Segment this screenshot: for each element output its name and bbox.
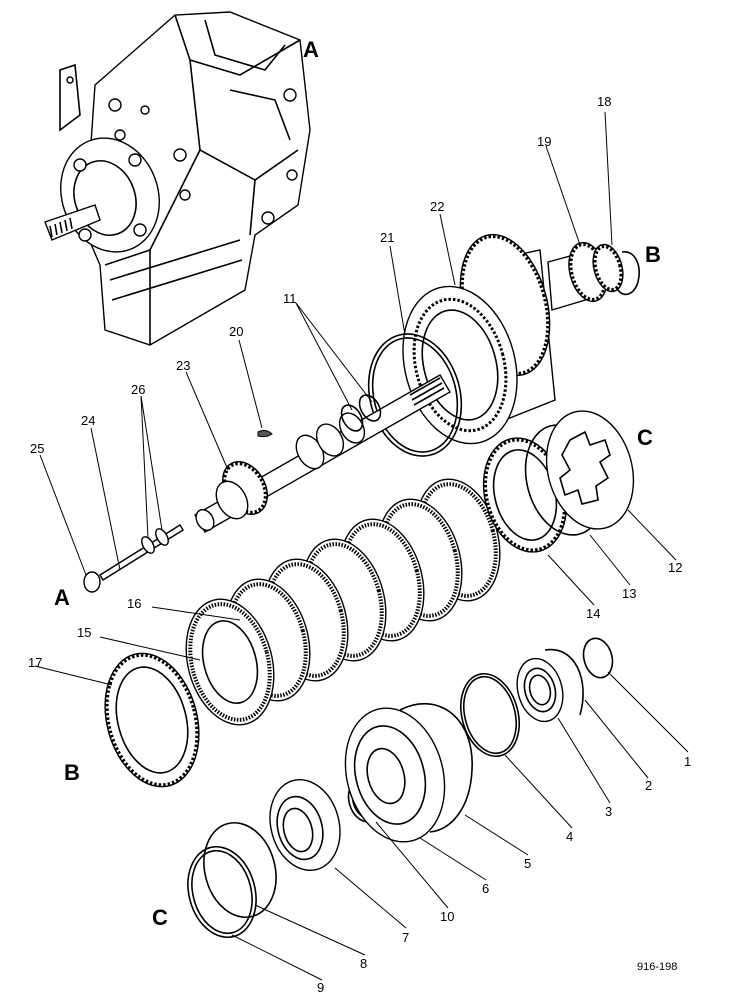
plate-12-drawing [545,410,635,530]
callout-11: 11 [283,291,297,306]
callout-12: 12 [668,560,682,575]
seal-rings-11-drawing [340,394,382,432]
ring-4-drawing [460,672,520,758]
callout-labels: 1 2 3 4 5 6 7 8 9 10 11 12 13 14 15 16 1… [28,94,691,995]
callout-20: 20 [229,324,243,339]
marker-a-shaft: A [54,585,70,610]
marker-b-lower: B [64,760,80,785]
callout-10: 10 [440,909,454,924]
retaining-ring-9-drawing [187,845,257,939]
callout-8: 8 [360,956,367,971]
callout-9: 9 [317,980,324,995]
callout-5: 5 [524,856,531,871]
callout-17: 17 [28,655,42,670]
callout-21: 21 [380,230,394,245]
callout-4: 4 [566,829,573,844]
piston-housing-6-drawing [344,707,446,843]
callout-19: 19 [537,134,551,149]
section-markers: A A B B C C [54,37,661,930]
callout-26: 26 [131,382,145,397]
callout-24: 24 [81,413,95,428]
marker-b-upper: B [645,242,661,267]
key-20-drawing [257,429,273,438]
callout-18: 18 [597,94,611,109]
callout-22: 22 [430,199,444,214]
callout-6: 6 [482,881,489,896]
push-rod-and-washers-drawing [83,524,184,593]
callout-16: 16 [127,596,141,611]
callout-13: 13 [622,586,636,601]
snap-ring-21-drawing [367,333,463,457]
drawing-code: 916-198 [637,961,677,973]
steel-disc-17-drawing [104,652,200,788]
main-shaft-drawing [194,374,451,533]
gear-drum-assembly-drawing [402,233,640,445]
marker-c-lower: C [152,905,168,930]
leader-lines [34,111,689,981]
callout-2: 2 [645,778,652,793]
gearbox-housing-drawing [44,11,311,346]
callout-3: 3 [605,804,612,819]
clip-2-drawing [544,648,584,716]
bearing-3-drawing [516,657,564,723]
callout-14: 14 [586,606,600,621]
callout-15: 15 [77,625,91,640]
clutch-disc-pack-drawing [185,478,501,726]
callout-1: 1 [684,754,691,769]
callout-23: 23 [176,358,190,373]
retaining-ring-8-drawing [203,821,277,919]
marker-a-gearbox: A [303,37,319,62]
piston-7-drawing [269,779,341,871]
callout-25: 25 [30,441,44,456]
marker-c-right: C [637,425,653,450]
snap-ring-5-drawing [399,703,473,833]
callout-7: 7 [402,930,409,945]
clip-1-drawing [582,637,614,679]
